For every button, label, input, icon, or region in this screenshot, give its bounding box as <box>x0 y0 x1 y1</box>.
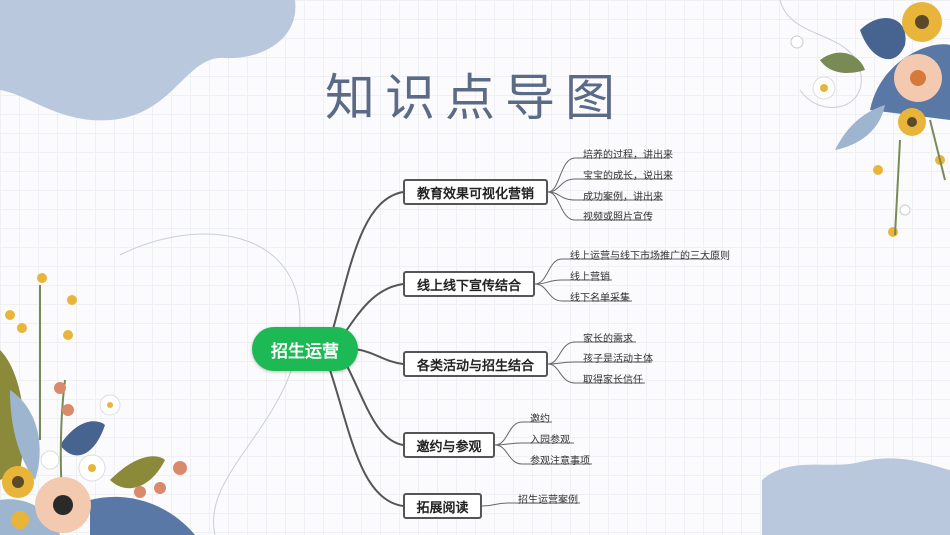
flower-cluster-bottom-left <box>0 273 195 535</box>
page-title: 知识点导图 <box>325 69 625 127</box>
mindmap-root-node[interactable]: 招生运营 <box>252 327 358 371</box>
leaf-node-4-3: 参观注意事项 <box>530 456 590 467</box>
branch-node-2[interactable]: 线上线下宣传结合 <box>403 271 535 297</box>
connector-root-branch-4 <box>344 361 404 446</box>
leaf-node-1-1: 培养的过程，讲出来 <box>583 150 673 161</box>
leaf-node-1-3: 成功案例，讲出来 <box>583 192 663 203</box>
branch-node-3[interactable]: 各类活动与招生结合 <box>403 351 548 377</box>
branch-node-5[interactable]: 拓展阅读 <box>403 493 482 519</box>
blob-top-left <box>0 0 296 121</box>
connector-root-branch-5 <box>329 369 404 507</box>
leaf-connectors <box>481 157 720 507</box>
leaf-node-5-1: 招生运营案例 <box>518 495 578 506</box>
leaf-node-3-2: 孩子是活动主体 <box>583 354 653 365</box>
leaf-node-1-2: 宝宝的成长，说出来 <box>583 171 673 182</box>
blob-bottom-right <box>762 458 950 535</box>
leaf-node-2-1: 线上运营与线下市场推广的三大原则 <box>570 251 730 262</box>
connector-root-branch-1 <box>329 191 404 341</box>
leaf-node-1-4: 视频或照片宣传 <box>583 212 653 223</box>
branch-node-4[interactable]: 邀约与参观 <box>403 432 495 458</box>
swirl-line-left <box>119 233 301 535</box>
leaf-node-3-1: 家长的需求 <box>583 334 633 345</box>
leaf-node-3-3: 取得家长信任 <box>583 375 643 386</box>
leaf-node-4-2: 入园参观 <box>530 435 570 446</box>
flower-cluster-top-right <box>790 2 950 237</box>
leaf-node-4-1: 邀约 <box>530 414 550 425</box>
branch-node-1[interactable]: 教育效果可视化营销 <box>403 179 548 205</box>
leaf-node-2-2: 线上营销 <box>570 272 610 283</box>
connector-root-branch-3 <box>354 348 404 365</box>
leaf-node-2-3: 线下名单采集 <box>570 293 630 304</box>
